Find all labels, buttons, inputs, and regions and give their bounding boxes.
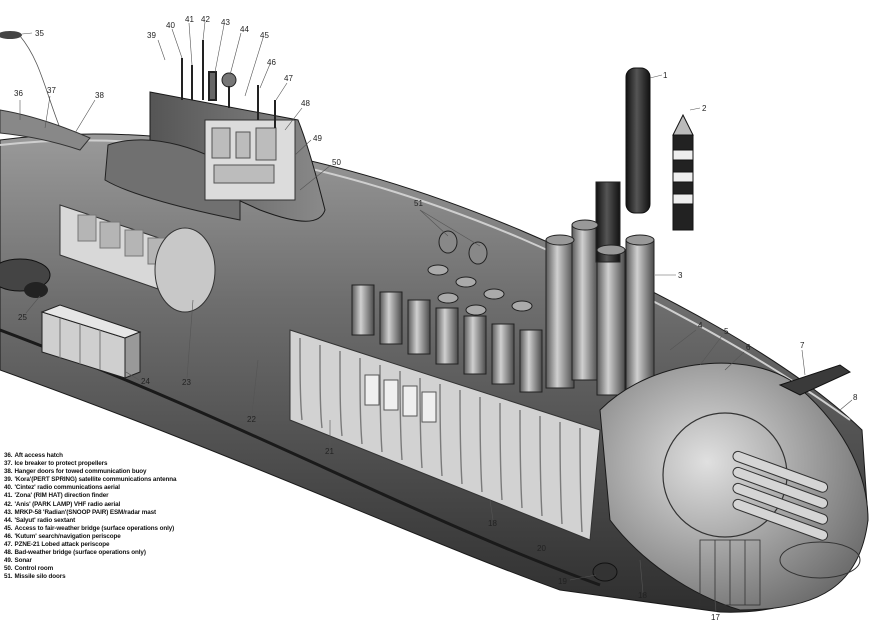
callout-8: 8 [853, 393, 858, 402]
callout-44: 44 [240, 25, 249, 34]
legend-item: 39.'Kora'(PERT SPRING) satellite communi… [4, 476, 177, 484]
callout-47: 47 [284, 74, 293, 83]
callout-labels: 1 2 3 4 5 6 7 8 17 18 18 19 20 21 22 23 … [14, 15, 858, 622]
callout-38: 38 [95, 91, 104, 100]
callout-22: 22 [247, 415, 256, 424]
callout-35: 35 [35, 29, 44, 38]
legend-item: 43.MRKP-58 'Radian'(SNOOP PAIR) ESM/rada… [4, 508, 157, 516]
callout-7: 7 [800, 341, 805, 350]
legend-item: 50.Control room [4, 565, 54, 573]
parts-legend: 36.Aft access hatch 37.Ice breaker to pr… [4, 452, 234, 582]
legend-item: 37.Ice breaker to protect propellers [4, 460, 108, 468]
callout-45: 45 [260, 31, 269, 40]
callout-25: 25 [18, 313, 27, 322]
callout-39: 39 [147, 31, 156, 40]
callout-40: 40 [166, 21, 175, 30]
callout-43: 43 [221, 18, 230, 27]
callout-36: 36 [14, 89, 23, 98]
callout-48: 48 [301, 99, 310, 108]
callout-20: 20 [537, 544, 546, 553]
legend-item: 46.'Kutum' search/navigation periscope [4, 532, 121, 540]
legend-item: 45.Access to fair-weather bridge (surfac… [4, 524, 175, 532]
legend-item: 40.'Cintez' radio communications aerial [4, 484, 120, 492]
legend-item: 41.'Zona' (RIM HAT) direction finder [4, 492, 109, 500]
legend-item: 49.Sonar [4, 557, 32, 565]
callout-2: 2 [702, 104, 707, 113]
callout-4: 4 [698, 321, 703, 330]
missile [672, 113, 694, 231]
callout-3: 3 [678, 271, 683, 280]
callout-37: 37 [47, 86, 56, 95]
callout-50: 50 [332, 158, 341, 167]
callout-5: 5 [724, 327, 729, 336]
callout-6: 6 [746, 343, 751, 352]
callout-42: 42 [201, 15, 210, 24]
callout-1: 1 [663, 71, 668, 80]
callout-17: 17 [711, 613, 720, 622]
rescue-capsule [40, 304, 142, 379]
callout-51: 51 [414, 199, 423, 208]
callout-23: 23 [182, 378, 191, 387]
callout-24: 24 [141, 377, 150, 386]
callout-46: 46 [267, 58, 276, 67]
callout-21: 21 [325, 447, 334, 456]
legend-item: 36.Aft access hatch [4, 452, 63, 459]
legend-item: 42.'Anis' (PARK LAMP) VHF radio aerial [4, 500, 121, 508]
legend-item: 51.Missile silo doors [4, 573, 66, 581]
legend-item: 38.Hanger doors for towed communication … [4, 468, 147, 476]
towed-buoy [0, 31, 22, 39]
callout-18: 18 [638, 591, 647, 600]
launch-canister [625, 67, 651, 214]
callout-49: 49 [313, 134, 322, 143]
legend-item: 44.'Salyut' radio sextant [4, 516, 76, 524]
callout-41: 41 [185, 15, 194, 24]
legend-item: 48.Bad-weather bridge (surface operation… [4, 549, 146, 557]
callout-18-b: 18 [488, 519, 497, 528]
callout-19: 19 [558, 577, 567, 586]
legend-item: 47.PZNE-21 Lobed attack periscope [4, 541, 110, 549]
